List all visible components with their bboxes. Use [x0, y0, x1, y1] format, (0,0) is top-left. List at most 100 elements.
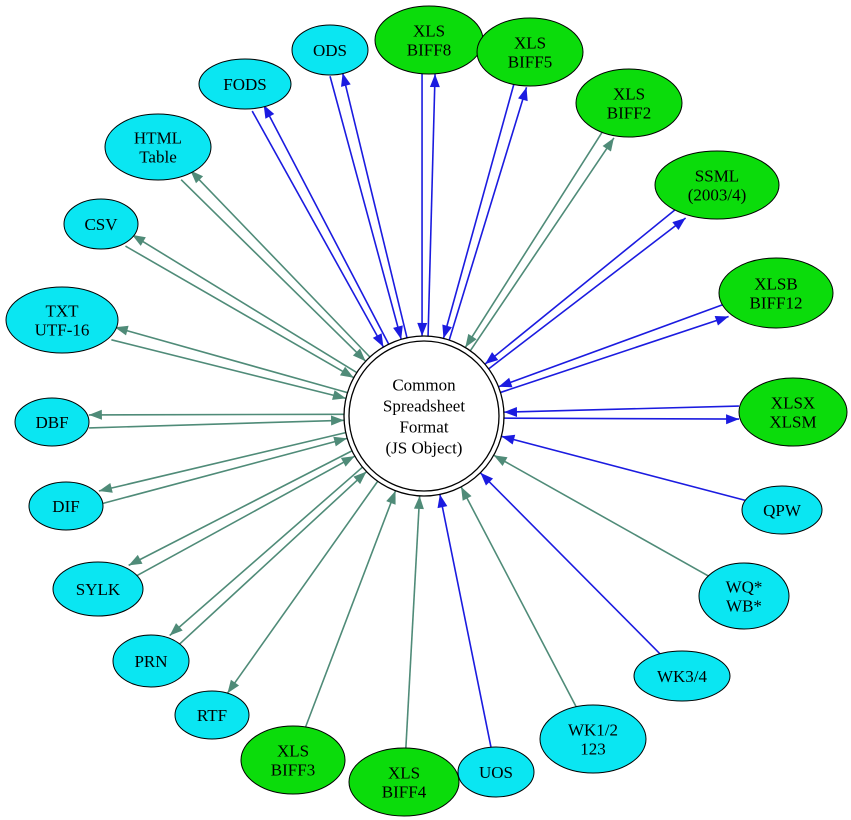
arrowhead — [98, 483, 113, 493]
node-csv: CSV — [63, 198, 139, 250]
edge-xls-biff5-to-center — [442, 83, 515, 339]
edge-txt-utf16-to-center — [111, 339, 347, 400]
edge-txt-utf16-from-center — [114, 325, 348, 394]
arrowhead — [461, 486, 472, 501]
node-label-ods: ODS — [313, 41, 347, 60]
node-prn: PRN — [112, 634, 190, 688]
edge-xls-biff3-to-center — [304, 490, 397, 728]
arrowhead — [352, 348, 366, 362]
edge-csv-to-center — [125, 245, 355, 379]
edge-xls-biff5-from-center — [448, 87, 528, 341]
arrowhead — [518, 87, 528, 102]
arrowhead — [437, 494, 448, 509]
arrowhead — [330, 415, 345, 426]
edge-xls-biff8-from-center — [427, 74, 440, 337]
node-ods: ODS — [291, 24, 369, 76]
edge-sylk-to-center — [134, 455, 356, 578]
arrowhead — [372, 333, 384, 348]
arrowhead — [114, 325, 129, 336]
arrowhead — [128, 554, 143, 566]
node-dbf: DBF — [14, 397, 90, 447]
arrowhead — [672, 218, 686, 230]
edge-dif-from-center — [98, 431, 346, 493]
arrowhead — [493, 455, 508, 466]
edge-xlsx-to-center — [503, 405, 739, 417]
arrowhead — [726, 414, 740, 425]
arrowhead — [341, 73, 351, 87]
arrowhead — [340, 456, 355, 467]
edge-uos-to-center — [437, 494, 492, 748]
edge-xls-biff2-from-center — [469, 137, 615, 352]
edge-fods-to-center — [251, 110, 385, 348]
edge-dbf-from-center — [88, 409, 344, 420]
arrowhead — [393, 325, 403, 340]
edge-xls-biff2-to-center — [464, 130, 604, 348]
node-label-prn: PRN — [134, 652, 167, 671]
node-label-uos: UOS — [479, 763, 513, 782]
node-label-sylk: SYLK — [76, 580, 121, 599]
arrowhead — [263, 104, 275, 119]
node-qpw: QPW — [741, 485, 823, 535]
arrowhead — [169, 623, 183, 636]
arrowhead — [501, 434, 516, 445]
arrowhead — [88, 409, 102, 420]
arrowhead — [227, 679, 240, 694]
arrowhead — [339, 366, 354, 378]
arrowhead — [465, 333, 477, 348]
node-wq-wb: WQ*WB* — [698, 562, 790, 630]
edge-prn-to-center — [177, 471, 368, 646]
node-label-csv: CSV — [84, 215, 118, 234]
arrowhead — [353, 471, 367, 485]
arrowhead — [480, 472, 494, 486]
node-label-rtf: RTF — [197, 706, 227, 725]
edge-html-table-from-center — [189, 169, 371, 358]
edge-xlsb-from-center — [500, 315, 729, 394]
edge-qpw-to-center — [501, 434, 746, 502]
arrowhead — [714, 316, 729, 326]
edge-xls-biff8-to-center — [417, 73, 428, 336]
arrowhead — [429, 74, 440, 88]
arrowhead — [413, 495, 424, 510]
edge-dbf-to-center — [89, 415, 345, 429]
arrowhead — [417, 322, 428, 336]
node-fods: FODS — [198, 58, 292, 110]
node-uos: UOS — [457, 746, 535, 798]
node-label-wq-wb: WQ*WB* — [726, 578, 763, 616]
edge-wq-wb-to-center — [493, 454, 709, 577]
edge-ods-to-center — [329, 76, 403, 340]
arrowhead — [498, 377, 513, 388]
node-sylk: SYLK — [52, 561, 144, 617]
node-dif: DIF — [28, 481, 104, 531]
arrowhead — [132, 234, 146, 246]
edge-html-table-to-center — [180, 179, 367, 362]
node-label-dbf: DBF — [35, 413, 68, 432]
edge-csv-from-center — [131, 234, 358, 374]
node-label-dif: DIF — [52, 497, 79, 516]
edge-xls-biff4-to-center — [405, 495, 424, 749]
edge-xlsb-to-center — [498, 303, 725, 388]
arrowhead — [442, 324, 452, 339]
edge-ods-from-center — [341, 72, 408, 338]
